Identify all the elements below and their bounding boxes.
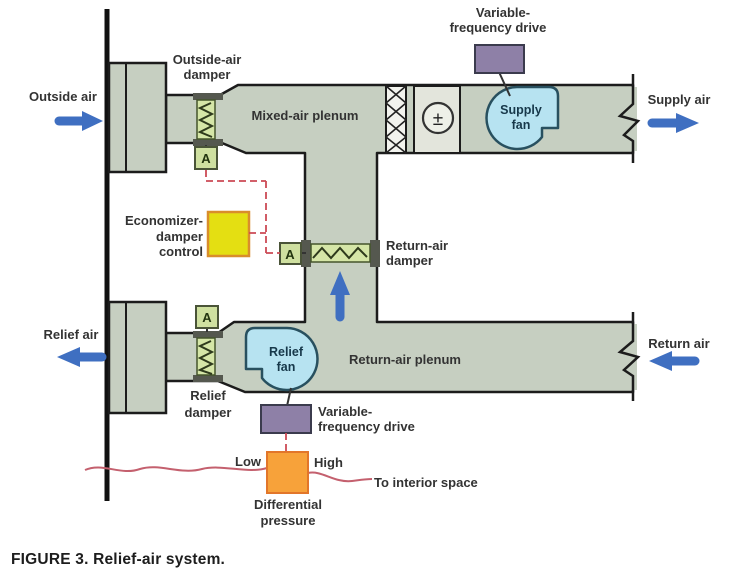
return-damper-label-line2: damper xyxy=(386,253,433,268)
relief-fan-label-line2: fan xyxy=(277,360,296,374)
return-damper-zigzag-icon xyxy=(312,246,368,260)
outside-air-label: Outside air xyxy=(29,89,97,104)
supply-vfd-label-line2: frequency drive xyxy=(450,20,547,35)
economizer-label-line2: damper xyxy=(156,229,203,244)
outside-damper-bottom-cap xyxy=(193,139,223,146)
economizer-control-box xyxy=(206,210,251,258)
supply-air-label: Supply air xyxy=(648,92,711,107)
return-break-cover xyxy=(629,324,637,390)
filter-section xyxy=(385,85,407,154)
return-duct-break-icon xyxy=(617,312,641,401)
to-interior-space-label: To interior space xyxy=(374,475,478,490)
relief-fan-label-line1: Relief xyxy=(269,345,304,359)
supply-fan-icon xyxy=(485,85,560,151)
supply-vfd-wire xyxy=(498,71,511,97)
relief-actuator-label: A xyxy=(202,310,212,325)
return-actuator-label: A xyxy=(285,247,295,262)
relief-air-arrow-icon xyxy=(57,347,107,367)
relief-vfd-label-line2: frequency drive xyxy=(318,419,415,434)
economizer-label-line1: Economizer- xyxy=(125,213,203,228)
mixed-air-plenum-label: Mixed-air plenum xyxy=(252,108,359,123)
relief-damper-label-line2: damper xyxy=(185,405,232,420)
pressure-tube-low-side xyxy=(84,466,268,472)
return-air-arrow-icon xyxy=(649,351,700,371)
outside-damper-spring-icon xyxy=(197,102,215,138)
relief-fan-icon xyxy=(244,326,319,392)
differential-pressure-box xyxy=(266,451,309,494)
high-port-label: High xyxy=(314,455,343,470)
return-air-plenum-label: Return-air plenum xyxy=(349,352,461,367)
relief-damper-label-line1: Relief xyxy=(190,388,226,403)
outside-air-arrow-icon xyxy=(54,111,103,131)
diff-pressure-label-line2: pressure xyxy=(261,513,316,528)
low-port-label: Low xyxy=(235,454,262,469)
return-damper-blades xyxy=(310,243,371,263)
diff-pressure-label-line1: Differential xyxy=(254,497,322,512)
supply-fan-label-line1: Supply xyxy=(500,103,542,117)
riser-up-arrow-icon xyxy=(330,271,350,322)
supply-air-arrow-icon xyxy=(647,113,699,133)
outside-damper-top-cap xyxy=(193,93,223,100)
return-air-label: Return air xyxy=(648,336,709,351)
relief-vfd-box xyxy=(260,404,312,434)
outside-damper-actuator xyxy=(194,146,218,170)
airflow-arrows xyxy=(54,111,700,371)
filter-hatch-pattern xyxy=(385,85,407,154)
figure-caption: FIGURE 3. Relief-air system. xyxy=(11,551,225,568)
relief-air-louver xyxy=(107,300,168,415)
supply-fan-label-line2: fan xyxy=(512,118,531,132)
outside-damper-label-line2: damper xyxy=(184,67,231,82)
outside-damper-label-line1: Outside-air xyxy=(173,52,242,67)
supply-duct-break-icon xyxy=(617,74,641,163)
relief-air-label: Relief air xyxy=(44,327,99,342)
pressure-sensor-icon xyxy=(421,101,455,135)
supply-vfd-box xyxy=(474,44,525,74)
sensor-symbol: ± xyxy=(433,109,443,130)
relief-damper-top-cap xyxy=(193,331,223,338)
relief-vfd-wire xyxy=(286,387,292,407)
relief-damper-spring-icon xyxy=(197,340,215,375)
return-damper-label-line1: Return-air xyxy=(386,238,448,253)
economizer-control-wiring xyxy=(205,170,287,452)
pressure-tube-high-side xyxy=(307,471,373,483)
outside-actuator-label: A xyxy=(201,151,211,166)
relief-damper-bottom-cap xyxy=(193,375,223,382)
economizer-label-line3: control xyxy=(159,244,203,259)
relief-damper-actuator xyxy=(195,305,219,329)
control-wire-outside-actuator xyxy=(205,170,266,182)
return-damper-right-cap xyxy=(370,240,380,267)
supply-vfd-label-line1: Variable- xyxy=(476,5,530,20)
outside-air-louver xyxy=(107,61,168,174)
relief-vfd-label-line1: Variable- xyxy=(318,404,372,419)
